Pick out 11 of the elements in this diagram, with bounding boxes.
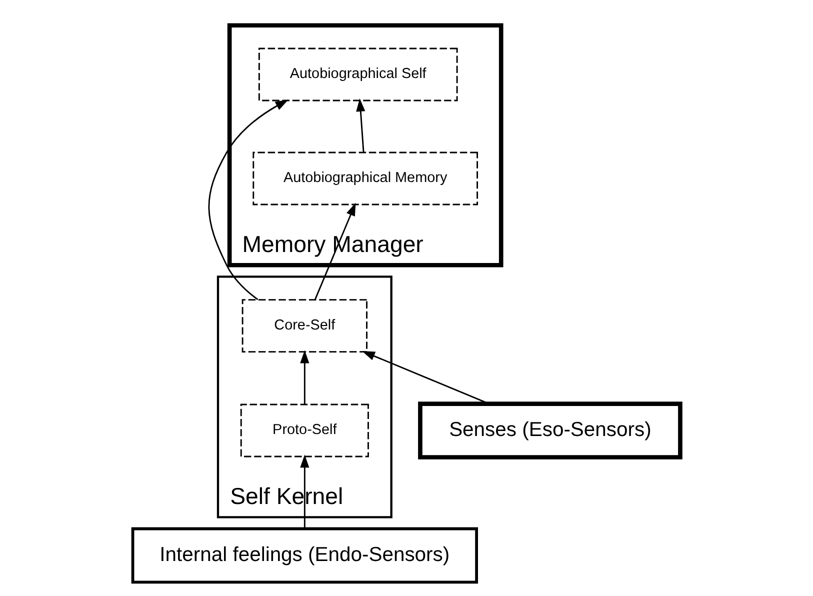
- node-box: Internal feelings (Endo-Sensors): [131, 527, 478, 584]
- arrow: [314, 202, 356, 300]
- node-box: Proto-Self: [240, 404, 369, 458]
- node-box: Autobiographical Memory: [252, 152, 478, 206]
- arrow: [300, 350, 310, 404]
- arrow: [362, 351, 490, 404]
- node-box: Senses (Eso-Sensors): [418, 402, 682, 460]
- arrow: [208, 100, 288, 300]
- node-box: Autobiographical Self: [258, 48, 458, 102]
- node-box: Core-Self: [242, 299, 368, 353]
- arrow: [356, 98, 366, 152]
